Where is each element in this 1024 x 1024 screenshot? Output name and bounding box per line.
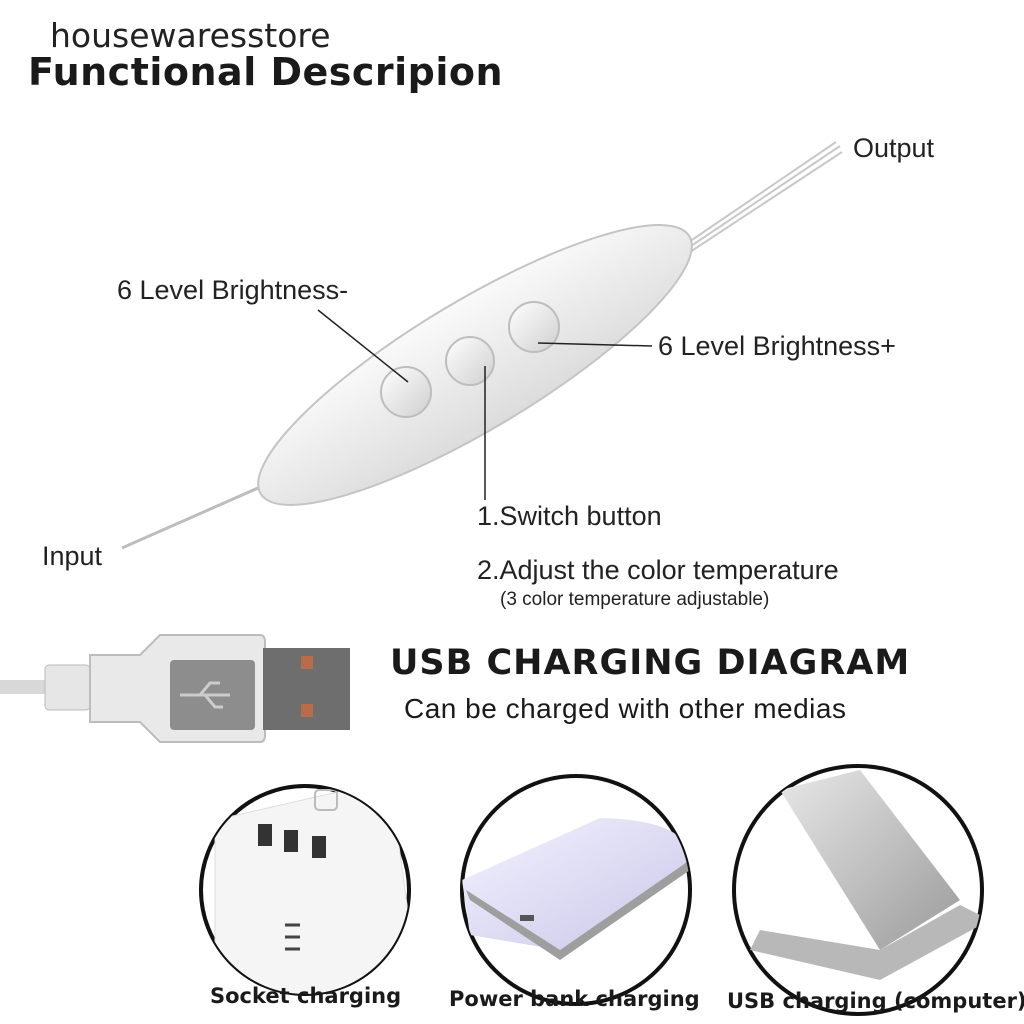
usb-computer-charging-label: USB charging (computer) bbox=[727, 989, 1024, 1013]
laptop-image bbox=[732, 764, 984, 1016]
socket-image bbox=[199, 784, 411, 996]
brightness-minus-label: 6 Level Brightness- bbox=[117, 275, 349, 305]
power-bank-image bbox=[460, 774, 692, 1006]
input-label: Input bbox=[42, 541, 103, 571]
switch-button bbox=[445, 336, 495, 386]
page-title: Functional Descripion bbox=[28, 50, 504, 94]
input-wire bbox=[121, 486, 259, 550]
store-watermark: housewaresstore bbox=[50, 16, 331, 55]
power-bank-charging-label: Power bank charging bbox=[449, 987, 700, 1011]
color-temp-label: 2.Adjust the color temperature bbox=[477, 555, 839, 585]
usb-plug-icon bbox=[0, 634, 350, 743]
socket-charging-label: Socket charging bbox=[210, 984, 402, 1008]
brightness-minus-button bbox=[380, 366, 432, 418]
switch-label: 1.Switch button bbox=[477, 501, 662, 531]
brightness-plus-label: 6 Level Brightness+ bbox=[658, 331, 896, 361]
output-wire bbox=[685, 141, 843, 253]
output-label: Output bbox=[853, 133, 935, 163]
brightness-plus-button bbox=[508, 301, 560, 353]
usb-title: USB CHARGING DIAGRAM bbox=[390, 643, 911, 683]
usb-subtitle: Can be charged with other medias bbox=[404, 693, 847, 724]
color-temp-note: (3 color temperature adjustable) bbox=[500, 589, 770, 610]
leader-lines bbox=[317, 309, 653, 500]
